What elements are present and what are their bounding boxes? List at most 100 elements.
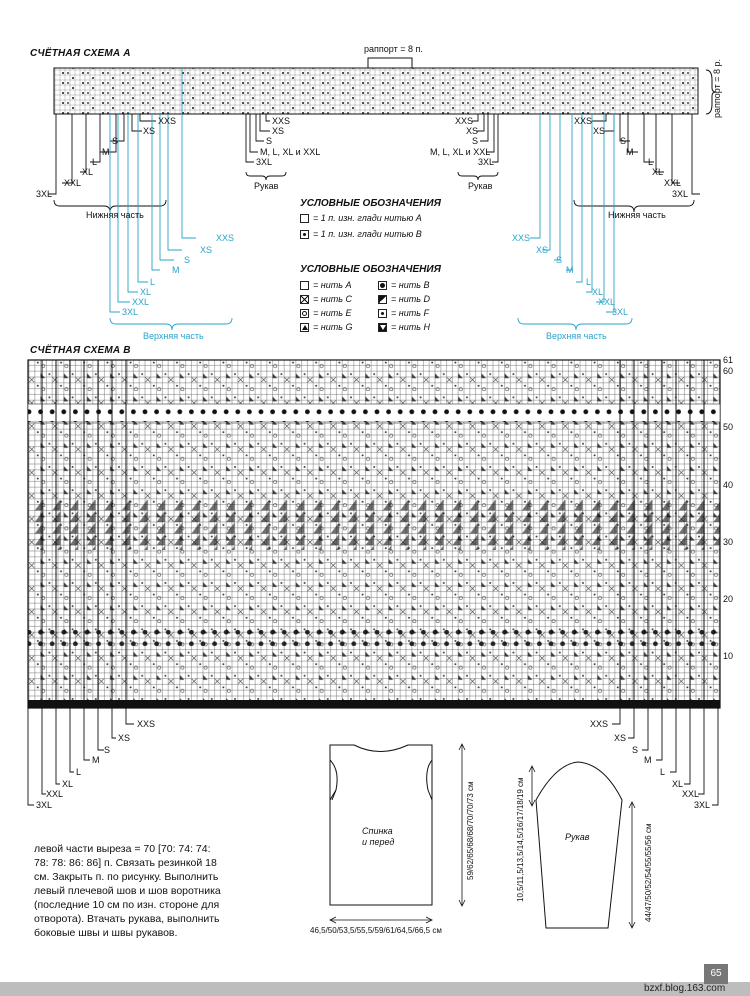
footer-bar	[0, 982, 750, 996]
a-left-sleeve-label: Рукав	[254, 181, 279, 191]
a-upper-label-left: Верхняя часть	[143, 331, 204, 341]
row-number: 60	[723, 366, 734, 376]
a-right-size: L	[648, 157, 654, 167]
a-right-sleeve-size: M, L, XL и XXL	[430, 147, 491, 157]
chart-a-title: СЧЁТНАЯ СХЕМА А	[30, 48, 131, 59]
legend2-text: = нить В	[391, 280, 430, 290]
a-left-size: XL	[82, 167, 94, 177]
a-upper-label-right: Верхняя часть	[546, 331, 607, 341]
text-line: левый плечевой шов и шов воротника	[34, 885, 221, 897]
legend2-text: = нить А	[313, 280, 352, 290]
a-left-size: XS	[143, 126, 156, 136]
legend2-text: = нить С	[313, 294, 352, 304]
row-number: 10	[723, 651, 734, 661]
a-left-sleeve-size: XXS	[272, 116, 291, 126]
legend2-text: = нить F	[391, 308, 429, 318]
filled-triangle-square-icon	[378, 322, 387, 332]
a-upper-size: M	[172, 265, 180, 275]
chart-a-repeat-label: раппорт = 8 п.	[364, 44, 423, 54]
b-left-size: XXS	[137, 719, 156, 729]
a-upper-size: XXS	[216, 233, 235, 243]
a-right-size: M	[626, 147, 634, 157]
legend2-item: = нить Е	[300, 308, 351, 318]
b-left-size: S	[104, 745, 111, 755]
body-width: 46,5/50/53,5/55,5/59/61/64,5/66,5 см	[310, 926, 442, 935]
a-upper-size-right: M	[566, 265, 574, 275]
page-number: 65	[704, 964, 728, 984]
a-left-sleeve-size: S	[266, 136, 273, 146]
legend2-text: = нить D	[391, 294, 430, 304]
a-left-size: M	[102, 147, 110, 157]
a-right-size: XXS	[574, 116, 593, 126]
text-line: см. Закрыть п. по рисунку. Выполнить	[34, 871, 219, 883]
a-right-sleeve-label: Рукав	[468, 181, 493, 191]
b-right-size: XXL	[682, 789, 700, 799]
a-right-size: S	[620, 136, 627, 146]
text-line: левой части выреза = 70 [70: 74: 74:	[34, 843, 211, 855]
a-left-sleeve-size: 3XL	[256, 157, 273, 167]
legend2-item: = нить В	[378, 280, 429, 290]
a-upper-size: XL	[140, 287, 152, 297]
sleeve-length: 44/47/50/52/54/55/55/56 см	[644, 823, 653, 922]
a-right-sleeve-size: 3XL	[478, 157, 495, 167]
a-left-size: XXS	[158, 116, 177, 126]
b-left-size: L	[76, 767, 82, 777]
legend1-text: = 1 п. изн. глади нитью В	[313, 229, 422, 239]
b-right-size: XS	[614, 733, 627, 743]
a-upper-size-right: XXL	[598, 297, 616, 307]
legend1-title: УСЛОВНЫЕ ОБОЗНАЧЕНИЯ	[300, 198, 441, 209]
text-line: 78: 78: 86: 86] п. Связать резинкой 18	[34, 857, 217, 869]
b-right-size: 3XL	[694, 800, 711, 810]
a-upper-size-right: L	[586, 277, 592, 287]
a-left-size: XXL	[64, 178, 82, 188]
b-left-size: XXL	[46, 789, 64, 799]
a-left-sleeve-size: M, L, XL и XXL	[260, 147, 321, 157]
row-number: 61	[723, 355, 734, 365]
row-number: 50	[723, 422, 734, 432]
sleeve-cap: 10,5/11,5/13,5/14,5/16/17/18/19 см	[516, 777, 525, 902]
a-right-size: XL	[652, 167, 664, 177]
a-left-size: L	[92, 157, 98, 167]
a-upper-size: S	[184, 255, 191, 265]
legend2-text: = нить G	[313, 322, 353, 332]
body-height: 59/62/65/68/68/70/70/73 см	[466, 781, 475, 880]
triangle-square-icon	[300, 322, 309, 332]
a-upper-size-right: XL	[592, 287, 604, 297]
row-number: 20	[723, 594, 734, 604]
legend2-text: = нить Е	[313, 308, 352, 318]
half-filled-square-icon	[378, 294, 387, 304]
legend2-item: = нить F	[378, 308, 429, 318]
empty-square-icon	[300, 213, 309, 223]
b-left-size: XS	[118, 733, 131, 743]
b-left-size: M	[92, 755, 100, 765]
a-right-size: XS	[593, 126, 606, 136]
a-upper-size-right: XS	[536, 245, 549, 255]
legend2-item: = нить G	[300, 322, 352, 332]
legend1-text: = 1 п. изн. глади нитью А	[313, 213, 422, 223]
a-upper-size-right: 3XL	[612, 307, 629, 317]
a-upper-size: L	[150, 277, 156, 287]
text-line: (последние 10 см по изн. стороне для	[34, 899, 220, 911]
row-number: 40	[723, 480, 734, 490]
body-label: и перед	[362, 837, 395, 847]
text-line: боковые швы и швы рукавов.	[34, 927, 178, 939]
a-left-size: S	[112, 136, 119, 146]
b-left-size: XL	[62, 779, 74, 789]
empty-square-icon	[300, 280, 309, 290]
b-right-size: XXS	[590, 719, 609, 729]
a-left-sleeve-size: XS	[272, 126, 285, 136]
a-upper-size: 3XL	[122, 307, 139, 317]
b-right-size: XL	[672, 779, 684, 789]
a-right-size: 3XL	[672, 189, 689, 199]
ring-square-icon	[300, 308, 309, 318]
a-lower-label-right: Нижняя часть	[608, 210, 666, 220]
big-dot-square-icon	[378, 280, 387, 290]
instructions-text: левой части выреза = 70 [70: 74: 74: 78:…	[34, 842, 304, 940]
dot-square-icon	[378, 308, 387, 318]
legend1-item: = 1 п. изн. глади нитью А	[300, 213, 422, 223]
chart-b-title: СЧЁТНАЯ СХЕМА В	[30, 345, 131, 356]
dot-square-icon	[300, 229, 309, 239]
a-upper-size: XS	[200, 245, 213, 255]
legend2-item: = нить D	[378, 294, 430, 304]
